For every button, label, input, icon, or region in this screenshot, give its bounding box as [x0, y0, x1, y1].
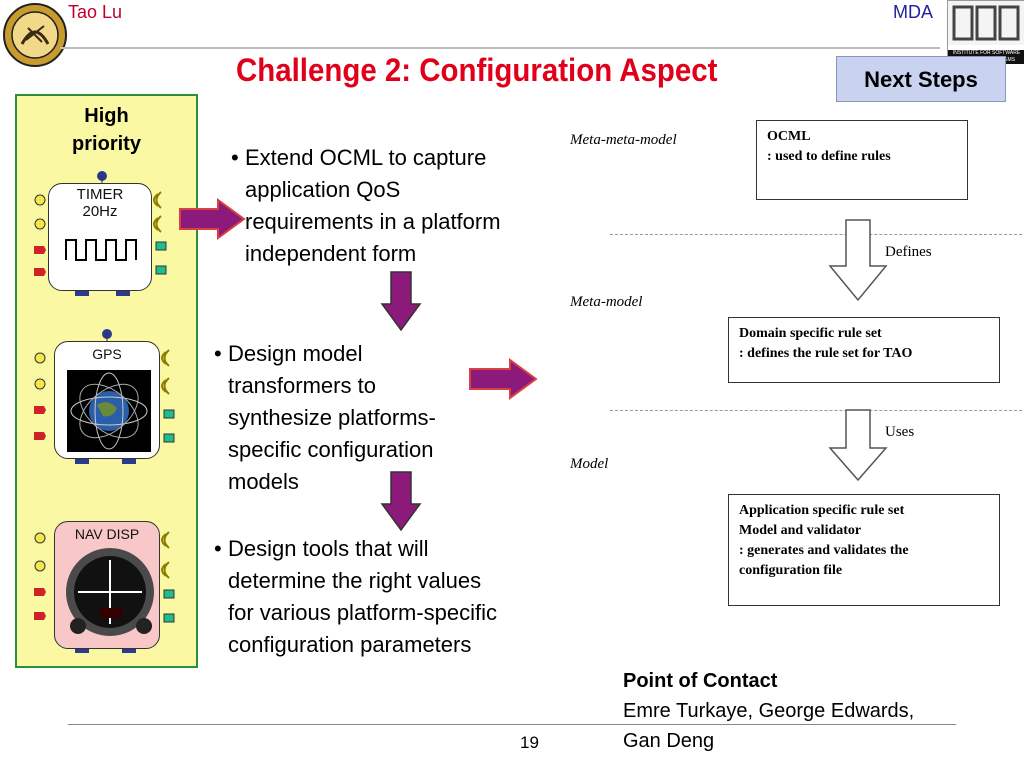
box-line: Domain specific rule set	[739, 326, 882, 341]
arrow-right-icon	[179, 198, 246, 240]
bullet-line: Design tools that will	[228, 536, 429, 561]
hollow-arrow-down-icon	[828, 409, 888, 482]
bullet-dot: •	[214, 341, 222, 366]
level-label-meta-model: Meta-model	[570, 294, 643, 310]
domain-rule-set-box: Domain specific rule set : defines the r…	[728, 317, 1000, 383]
page-number: 19	[520, 733, 539, 752]
globe-satellite-icon	[67, 370, 151, 452]
bullet-line: synthesize platforms-	[228, 405, 436, 430]
header-topic: MDA	[893, 2, 933, 22]
contact-heading: Point of Contact	[623, 670, 778, 692]
arrow-label-defines: Defines	[885, 244, 932, 260]
bullet-line: independent form	[245, 241, 417, 266]
bullet-dot: •	[231, 145, 239, 170]
timer-label: TIMER 20Hz	[48, 186, 152, 220]
bullet-line: requirements in a platform	[245, 209, 501, 234]
box-line: Model and validator	[739, 523, 862, 538]
nav-disp-label: NAV DISP	[74, 526, 140, 542]
bullet-line: application QoS	[245, 177, 401, 202]
isis-logo: INSTITUTE FOR SOFTWARE INTEGRATED SYSTEM…	[947, 0, 1024, 64]
application-rule-set-box: Application specific rule set Model and …	[728, 494, 1000, 606]
bullet-dot: •	[214, 536, 222, 561]
priority-line1: High	[84, 105, 129, 127]
bullet-line: transformers to	[228, 373, 376, 398]
contact-names-line2: Gan Deng	[623, 730, 715, 752]
arrow-label-uses: Uses	[885, 424, 915, 440]
footer-divider	[68, 724, 956, 725]
header-author: Tao Lu	[68, 2, 123, 22]
square-wave-icon	[62, 232, 140, 268]
timer-label-line2: 20Hz	[82, 203, 118, 220]
timer-component: TIMER 20Hz	[30, 170, 180, 300]
nav-disp-component: NAV DISP	[30, 518, 180, 658]
header-divider	[60, 47, 940, 49]
bullet-line: Extend OCML to capture	[245, 145, 487, 170]
box-line: : defines the rule set for TAO	[739, 346, 913, 361]
slide-title: Challenge 2: Configuration Aspect	[236, 52, 718, 88]
box-line: : used to define rules	[767, 149, 891, 164]
box-line: OCML	[767, 129, 811, 144]
ocml-box: OCML : used to define rules	[756, 120, 968, 200]
box-line: Application specific rule set	[739, 503, 905, 518]
bullet-line: specific configuration	[228, 437, 434, 462]
hollow-arrow-down-icon	[828, 219, 888, 302]
contact-names-line1: Emre Turkaye, George Edwards,	[623, 700, 915, 722]
nav-instrument-icon	[64, 546, 156, 638]
model-hierarchy-diagram: Meta-meta-model Meta-model Model OCML : …	[560, 110, 1024, 630]
bullet-design-tools: • Design tools that will determine the r…	[214, 533, 497, 661]
gps-component: GPS	[30, 328, 180, 468]
bullet-line: configuration parameters	[228, 632, 472, 657]
gps-label: GPS	[92, 346, 122, 362]
bullet-line: for various platform-specific	[228, 600, 497, 625]
bullet-line: determine the right values	[228, 568, 482, 593]
arrow-down-icon	[380, 471, 422, 532]
bullet-line: Design model	[228, 341, 363, 366]
level-divider	[610, 234, 1022, 235]
bullet-design-transformers: • Design model transformers to synthesiz…	[214, 338, 436, 498]
vanderbilt-seal-logo	[2, 2, 68, 68]
bullet-extend-ocml: • Extend OCML to capture application QoS…	[231, 142, 501, 270]
timer-label-line1: TIMER	[76, 186, 124, 203]
level-label-meta-meta-model: Meta-meta-model	[570, 132, 677, 148]
next-steps-badge: Next Steps	[836, 56, 1006, 102]
box-line: : generates and validates the	[739, 543, 909, 558]
priority-line2: priority	[72, 133, 141, 155]
arrow-down-icon	[380, 271, 422, 332]
priority-heading: High priority	[15, 102, 198, 158]
box-line: configuration file	[739, 563, 843, 578]
level-divider	[610, 410, 1022, 411]
level-label-model: Model	[570, 456, 609, 472]
arrow-right-icon	[469, 358, 538, 400]
point-of-contact: Point of Contact Emre Turkaye, George Ed…	[623, 666, 914, 756]
bullet-line: models	[228, 469, 299, 494]
